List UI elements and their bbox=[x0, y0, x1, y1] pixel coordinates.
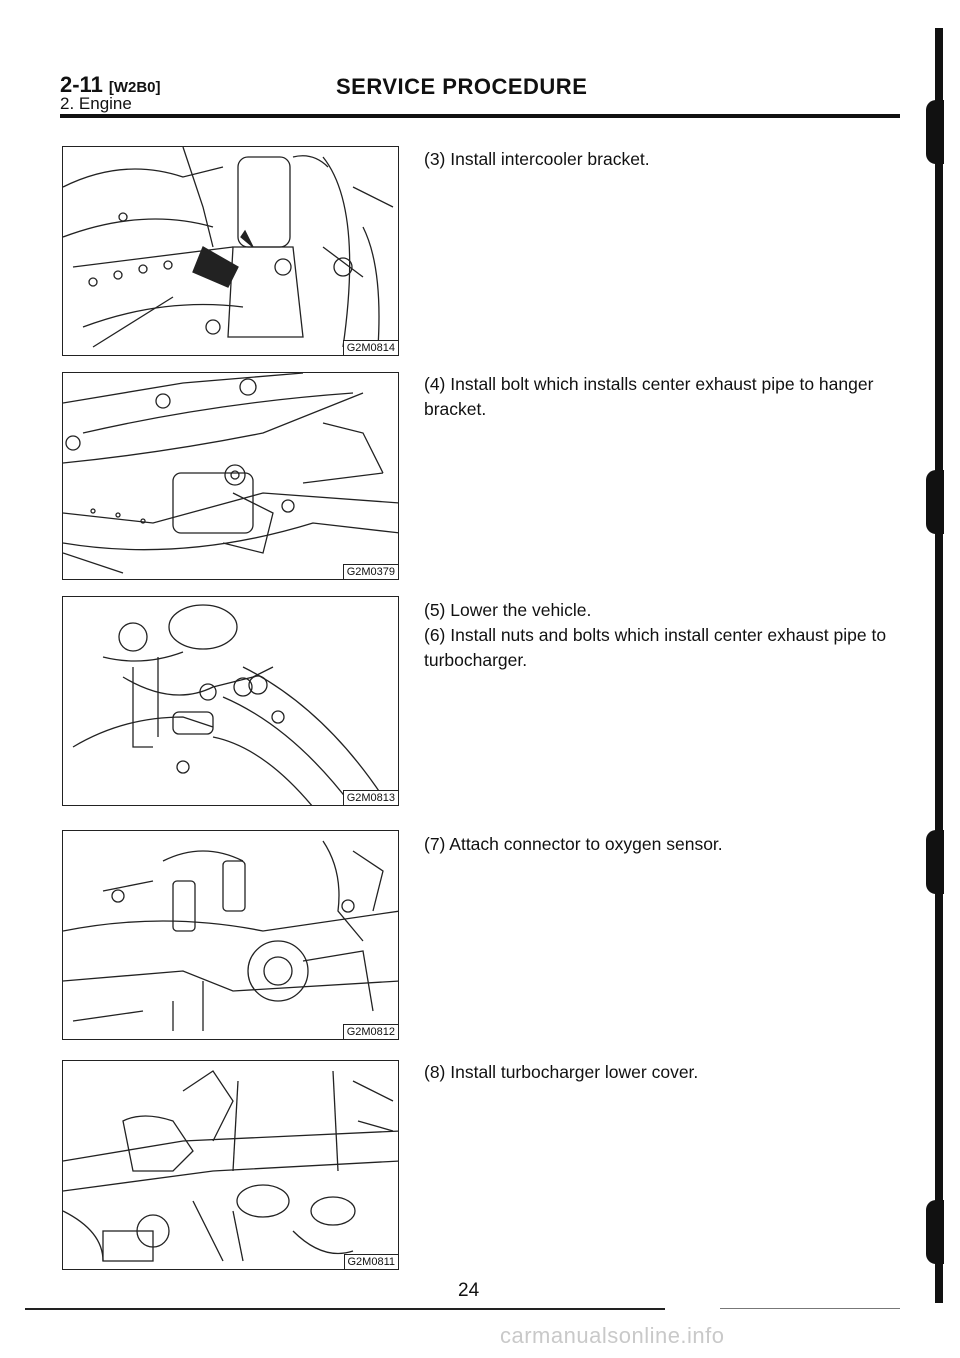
figure-code: G2M0379 bbox=[342, 564, 398, 579]
figure-code: G2M0813 bbox=[342, 790, 398, 805]
figure-turbocharger-cover: G2M0811 bbox=[62, 1060, 399, 1270]
figure-intercooler-bracket: G2M0814 bbox=[62, 146, 399, 356]
figure-code: G2M0811 bbox=[343, 1254, 398, 1269]
step-5: (5) Lower the vehicle. bbox=[424, 600, 592, 620]
binding-spine bbox=[935, 28, 943, 1303]
subsection-label: 2. Engine bbox=[60, 94, 132, 113]
step-6: (6) Install nuts and bolts which install… bbox=[424, 625, 887, 670]
step-7: (7) Attach connector to oxygen sensor. bbox=[424, 834, 723, 854]
footer-rule-right bbox=[720, 1308, 900, 1309]
binding-tab bbox=[926, 830, 944, 894]
figure-code: G2M0814 bbox=[342, 340, 398, 355]
section-code: 2-11[W2B0] bbox=[60, 72, 161, 97]
figure-oxygen-sensor: G2M0812 bbox=[62, 830, 399, 1040]
watermark: carmanualsonline.info bbox=[500, 1323, 725, 1348]
figure-turbocharger-nuts: G2M0813 bbox=[62, 596, 399, 806]
illustration-turbocharger-nuts bbox=[72, 604, 384, 805]
illustration-intercooler-bracket bbox=[63, 147, 394, 348]
figure-code: G2M0812 bbox=[342, 1024, 398, 1039]
section-tag: [W2B0] bbox=[108, 79, 161, 96]
page-title: SERVICE PROCEDURE bbox=[336, 74, 588, 99]
binding-tab bbox=[926, 470, 944, 534]
figure-hanger-bracket: G2M0379 bbox=[62, 372, 399, 580]
header-rule bbox=[60, 114, 900, 118]
step-8: (8) Install turbocharger lower cover. bbox=[424, 1062, 699, 1082]
illustration-oxygen-sensor bbox=[63, 840, 398, 1031]
illustration-turbocharger-cover bbox=[63, 1070, 398, 1262]
step-4: (4) Install bolt which installs center e… bbox=[424, 374, 874, 419]
page-number: 24 bbox=[458, 1280, 480, 1301]
illustration-hanger-bracket bbox=[63, 373, 398, 574]
step-3: (3) Install intercooler bracket. bbox=[424, 149, 650, 169]
footer-rule bbox=[25, 1308, 665, 1310]
binding-tab bbox=[926, 100, 944, 164]
binding-tab bbox=[926, 1200, 944, 1264]
